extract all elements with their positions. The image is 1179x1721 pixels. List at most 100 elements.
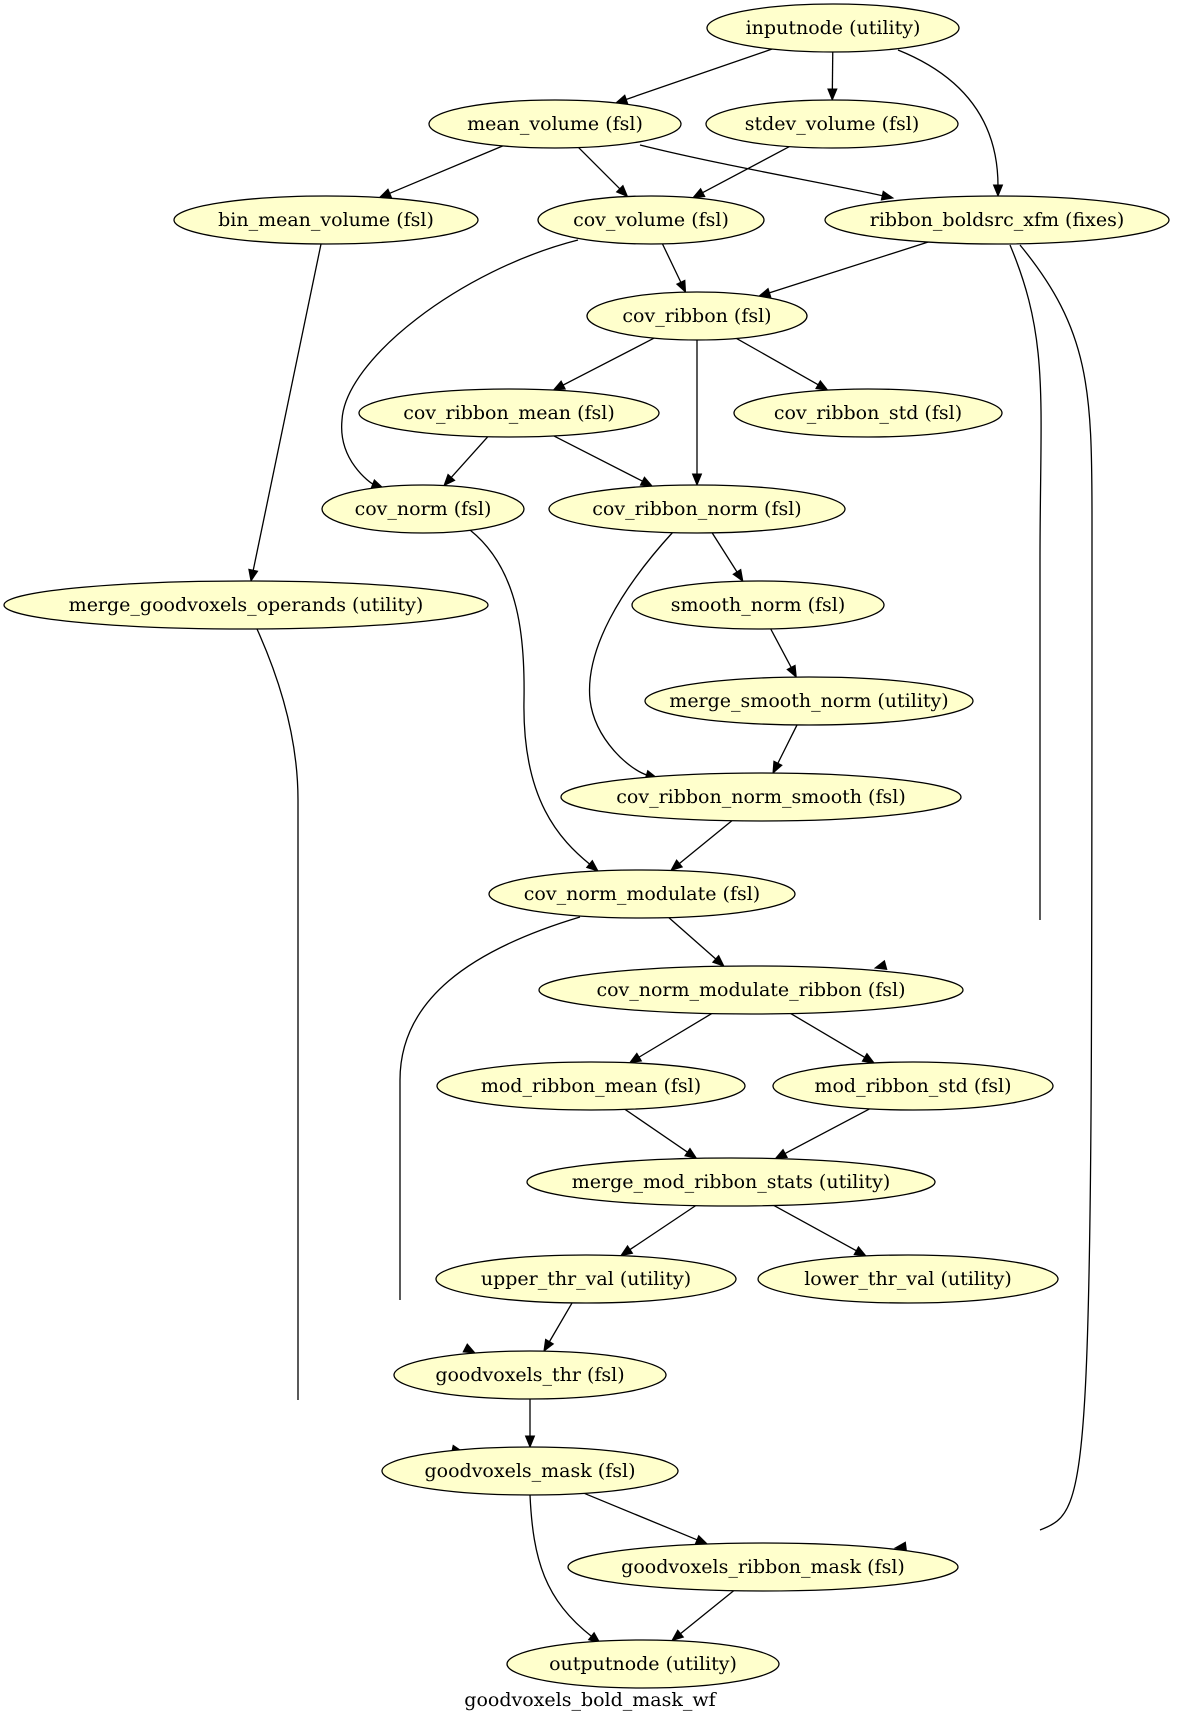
edge-smooth_norm-to-merge_smooth_norm — [770, 628, 797, 679]
node-ribbon-boldsrc-xfm: ribbon_boldsrc_xfm (fixes) — [824, 195, 1170, 245]
edge-cov_volume-to-cov_norm — [341, 239, 579, 489]
arrowhead-icon — [786, 664, 797, 679]
edge-mod_ribbon_mean-to-merge_mod_ribbon_stats — [624, 1108, 698, 1160]
node-ellipse — [631, 580, 885, 630]
node-label: mod_ribbon_mean (fsl) — [481, 1075, 701, 1097]
arrowhead-icon — [827, 88, 838, 102]
arrowhead-icon — [378, 188, 393, 199]
arrowhead-icon — [691, 187, 706, 199]
arrowhead-icon — [774, 1148, 789, 1160]
edge-line — [773, 1204, 858, 1252]
arrowhead-icon — [248, 568, 259, 583]
arrowhead-icon — [772, 760, 783, 775]
edge-ribbon_boldsrc_xfm-to-goodvoxels_ribbon_mask — [893, 244, 1093, 1552]
node-ellipse — [173, 195, 479, 245]
node-ellipse — [3, 580, 489, 630]
node-label: cov_ribbon_mean (fsl) — [403, 402, 615, 424]
edge-cov_ribbon_norm-to-cov_ribbon_norm_smooth — [588, 531, 674, 780]
edge-line — [256, 628, 299, 1400]
node-label: goodvoxels_thr (fsl) — [435, 1364, 624, 1386]
node-ellipse — [705, 99, 959, 149]
node-bin-mean-volume: bin_mean_volume (fsl) — [173, 195, 479, 245]
edge-ribbon_boldsrc_xfm-to-cov_ribbon — [757, 241, 929, 298]
node-merge-mod-ribbon-stats: merge_mod_ribbon_stats (utility) — [526, 1157, 936, 1207]
node-merge-goodvoxels-operands: merge_goodvoxels_operands (utility) — [3, 580, 489, 630]
edge-mod_ribbon_std-to-merge_mod_ribbon_stats — [774, 1108, 871, 1160]
node-lower-thr-val: lower_thr_val (utility) — [757, 1254, 1059, 1304]
node-ellipse — [538, 965, 964, 1015]
node-ellipse — [824, 195, 1170, 245]
edge-line — [588, 531, 674, 776]
edge-mean_volume-to-ribbon_boldsrc_xfm — [639, 144, 895, 201]
node-label: goodvoxels_mask (fsl) — [425, 1460, 636, 1482]
node-label: cov_volume (fsl) — [573, 209, 729, 231]
node-label: goodvoxels_ribbon_mask (fsl) — [621, 1556, 905, 1578]
node-label: outputnode (utility) — [549, 1653, 737, 1675]
arrowhead-icon — [670, 1629, 685, 1642]
arrowhead-icon — [585, 859, 600, 872]
node-label: stdev_volume (fsl) — [745, 113, 920, 135]
edge-line — [768, 241, 929, 294]
edge-mean_volume-to-cov_volume — [578, 147, 629, 198]
node-cov-ribbon: cov_ribbon (fsl) — [586, 291, 808, 341]
edge-cov_ribbon_mean-to-cov_norm — [443, 436, 489, 487]
arrowhead-icon — [615, 184, 629, 198]
node-ellipse — [560, 772, 962, 822]
node-mean-volume: mean_volume (fsl) — [428, 99, 682, 149]
edge-stdev_volume-to-cov_volume — [691, 146, 790, 199]
node-upper-thr-val: upper_thr_val (utility) — [435, 1254, 737, 1304]
node-merge-smooth-norm: merge_smooth_norm (utility) — [644, 676, 974, 726]
node-cov-norm: cov_norm (fsl) — [321, 484, 525, 534]
edge-cov_norm_modulate_ribbon-to-mod_ribbon_mean — [628, 1013, 713, 1064]
node-label: ribbon_boldsrc_xfm (fixes) — [870, 209, 1125, 231]
edge-line — [678, 820, 733, 865]
node-ellipse — [537, 195, 765, 245]
node-ellipse — [706, 3, 960, 53]
node-cov-norm-modulate: cov_norm_modulate (fsl) — [488, 869, 796, 919]
edge-line — [783, 1108, 871, 1155]
arrowhead-icon — [543, 1338, 555, 1353]
edge-cov_volume-to-cov_ribbon — [661, 243, 687, 294]
node-ellipse — [757, 1254, 1059, 1304]
edge-line — [679, 1590, 735, 1635]
edge-line — [701, 146, 790, 194]
node-cov-ribbon-norm-smooth: cov_ribbon_norm_smooth (fsl) — [560, 772, 962, 822]
node-cov-ribbon-mean: cov_ribbon_mean (fsl) — [358, 388, 660, 438]
edge-inputnode-to-mean_volume — [614, 48, 773, 105]
edge-cov_ribbon_mean-to-cov_ribbon_norm — [553, 435, 654, 487]
node-label: lower_thr_val (utility) — [804, 1268, 1012, 1290]
edge-line — [711, 532, 739, 574]
edge-ribbon_boldsrc_xfm-to-cov_norm_modulate_ribbon — [873, 244, 1042, 971]
edge-line — [252, 243, 322, 572]
edge-bin_mean_volume-to-merge_goodvoxels_operands — [248, 243, 322, 583]
node-label: merge_goodvoxels_operands (utility) — [69, 594, 424, 616]
node-goodvoxels-thr: goodvoxels_thr (fsl) — [393, 1350, 667, 1400]
arrowhead-icon — [873, 959, 888, 971]
arrowhead-icon — [711, 954, 725, 968]
arrowhead-icon — [691, 473, 703, 487]
node-ellipse — [381, 1446, 679, 1496]
edges-layer — [248, 48, 1093, 1644]
node-cov-norm-modulate-ribbon: cov_norm_modulate_ribbon (fsl) — [538, 965, 964, 1015]
node-label: bin_mean_volume (fsl) — [218, 209, 434, 231]
node-ellipse — [321, 484, 525, 534]
edge-line — [388, 145, 504, 195]
arrowhead-icon — [628, 1052, 643, 1064]
node-label: merge_smooth_norm (utility) — [669, 690, 948, 712]
node-label: cov_norm (fsl) — [355, 498, 492, 520]
edge-line — [562, 337, 655, 387]
edge-line — [529, 1494, 593, 1638]
node-ellipse — [586, 291, 808, 341]
edge-line — [399, 916, 581, 1300]
arrowhead-icon — [694, 1534, 709, 1545]
edge-line — [661, 243, 682, 284]
node-ellipse — [488, 869, 796, 919]
node-outputnode: outputnode (utility) — [506, 1639, 780, 1689]
edge-cov_norm_modulate-to-goodvoxels_thr — [399, 916, 581, 1354]
node-ellipse — [567, 1542, 959, 1592]
edge-line — [1019, 244, 1093, 1531]
edge-merge_smooth_norm-to-cov_ribbon_norm_smooth — [772, 724, 798, 775]
edge-line — [624, 1108, 689, 1154]
node-ellipse — [506, 1639, 780, 1689]
